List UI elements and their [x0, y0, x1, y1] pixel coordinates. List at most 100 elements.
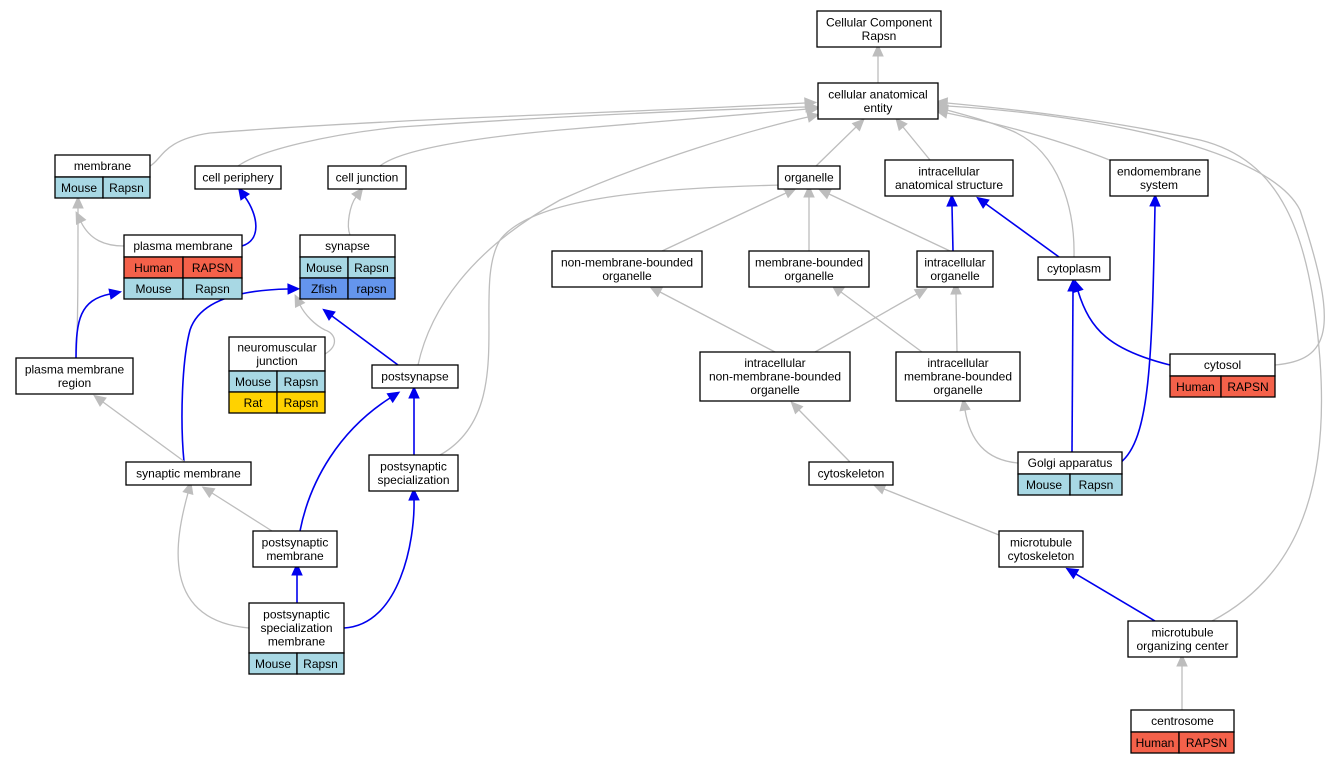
gene-cell [296, 652, 345, 675]
arrowhead [287, 283, 301, 295]
edge-line [798, 409, 851, 463]
edge-cytosol-to-cae [934, 100, 1325, 366]
edge-psspec-to-organelle [439, 179, 797, 456]
node-label-line: organelle [784, 269, 834, 283]
node-inmbo[interactable]: intracellularnon-membrane-boundedorganel… [699, 351, 851, 402]
edge-line [241, 196, 257, 247]
edge-inmbo-to-nmbo [649, 286, 776, 353]
edge-line [946, 112, 1113, 162]
node-label-line: membrane [74, 159, 132, 173]
gene-cell [1220, 375, 1276, 398]
gene-label: RAPSN [1227, 380, 1268, 394]
edge-mbo-to-organelle [803, 184, 815, 251]
edge-golgi-to-imbo [959, 397, 1019, 464]
node-label-line: cytosol [1204, 358, 1241, 372]
arrowhead [1065, 567, 1080, 580]
node-label-line: endomembrane [1117, 164, 1201, 178]
node-synmem[interactable]: synaptic membrane [125, 461, 252, 486]
edge-cytoplasm-to-ias [976, 196, 1060, 258]
node-cytoskel[interactable]: cytoskeleton [808, 461, 894, 486]
node-organelle[interactable]: organelle [777, 165, 841, 190]
species-label: Mouse [61, 181, 97, 195]
node-label-line: organelle [930, 269, 980, 283]
arrowhead [913, 288, 928, 300]
node-label-box [777, 165, 841, 190]
node-cellper[interactable]: cell periphery [194, 165, 282, 190]
edge-line [299, 397, 391, 532]
arrowhead [807, 103, 821, 115]
node-cytoplasm[interactable]: cytoplasm [1037, 256, 1111, 281]
edge-line [814, 293, 918, 353]
arrowhead [201, 486, 216, 499]
edge-synmem-to-pmr [93, 394, 186, 463]
edge-plasmamem-to-membrane [75, 211, 125, 247]
edge-endomem-to-cae [935, 107, 1113, 162]
edge-line [181, 288, 289, 463]
arrowhead [1149, 193, 1161, 207]
edge-layer [72, 43, 1325, 710]
edge-cae-to-cc [872, 43, 884, 83]
edge-line [902, 126, 931, 161]
edge-line [177, 492, 250, 629]
edge-intorg-to-ias [946, 193, 958, 252]
edge-postsyn-to-synapse [322, 308, 399, 366]
edge-line [75, 293, 111, 359]
arrowhead [950, 281, 962, 295]
node-label-line: cell junction [336, 171, 399, 185]
node-celljunc[interactable]: cell junction [327, 165, 407, 190]
node-label-box [252, 530, 338, 568]
edge-line [951, 205, 954, 252]
node-label-line: Golgi apparatus [1028, 456, 1113, 470]
edge-centrosome-to-mtoc [1176, 653, 1188, 710]
node-label-box [699, 351, 851, 402]
gene-label: Rapsn [354, 261, 389, 275]
edge-line [299, 304, 336, 355]
arrowhead [649, 286, 664, 298]
edge-postsyn-to-cae [417, 111, 820, 366]
node-postsyn[interactable]: postsynapse [371, 364, 459, 389]
node-label-line: postsynaptic [380, 459, 447, 473]
node-label-box [371, 364, 459, 389]
node-label-line: cytoplasm [1047, 262, 1101, 276]
node-label-line: intracellular [927, 356, 988, 370]
edge-nmbo-to-organelle [661, 187, 798, 252]
edge-imbo-to-intorg [950, 281, 962, 353]
edge-pssm-to-psspec [343, 487, 420, 629]
arrowhead [291, 562, 303, 576]
node-label-line: non-membrane-bounded [709, 370, 841, 384]
node-label-line: postsynaptic [263, 608, 330, 622]
species-label: Rat [244, 396, 263, 410]
edge-line [659, 291, 776, 353]
species-label: Mouse [306, 261, 342, 275]
gene-label: Rapsn [1079, 478, 1114, 492]
node-label-line: organizing center [1136, 639, 1228, 653]
node-label-line: synapse [325, 239, 370, 253]
species-label: Mouse [235, 375, 271, 389]
node-label-line: plasma membrane [133, 239, 233, 253]
node-label-line: intracellular [744, 356, 805, 370]
edge-line [417, 116, 809, 366]
